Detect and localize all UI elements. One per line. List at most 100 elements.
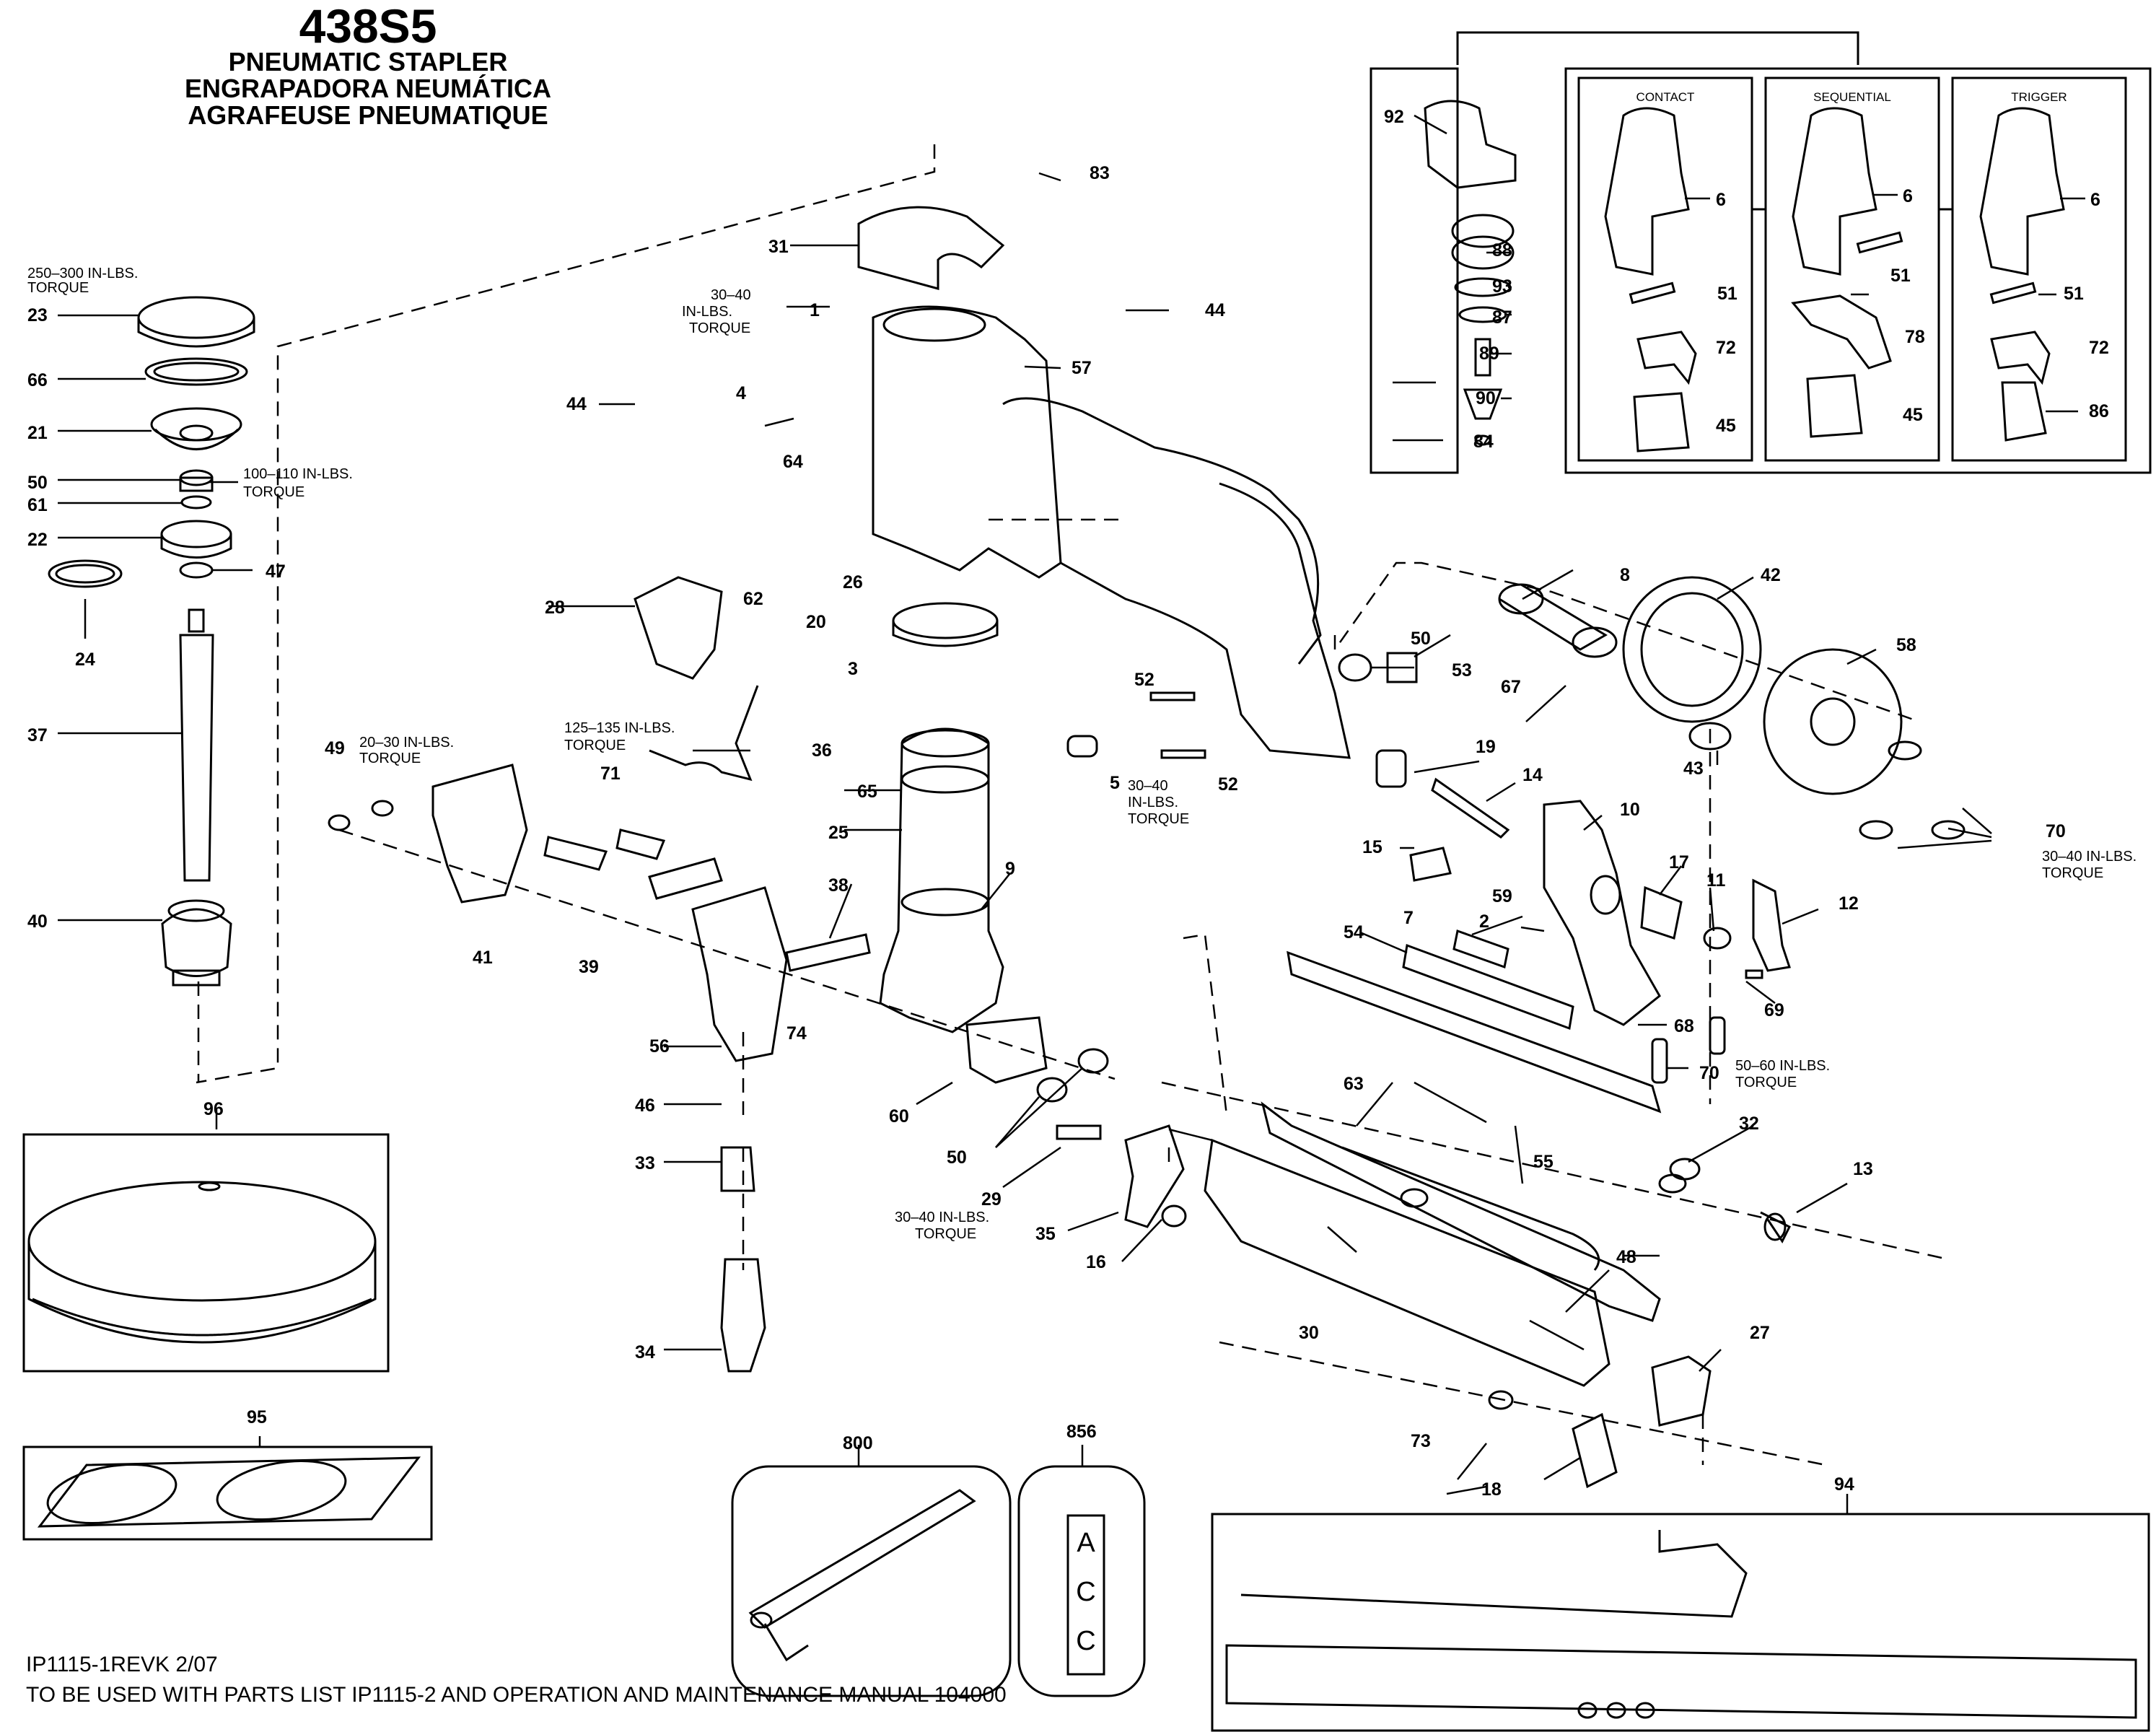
accessory-boxes — [22, 1133, 2150, 1732]
part-label: 59 — [1492, 886, 1512, 906]
part-label: 84 — [1473, 432, 1494, 452]
part-label: 9 — [1005, 859, 1015, 879]
part-label: 87 — [1492, 307, 1512, 328]
part-label: 73 — [1411, 1431, 1431, 1451]
part-label: 8 — [1620, 565, 1630, 585]
part-label: 11 — [1706, 870, 1726, 891]
part-label: 4 — [736, 383, 746, 403]
torque-note-20-30-word: TORQUE — [359, 751, 421, 766]
model-number: 438S5 — [299, 0, 437, 53]
torque-note-30-40-low: 30–40 IN-LBS. — [895, 1210, 989, 1225]
part-label: 1 — [810, 300, 820, 320]
part-label: 74 — [786, 1023, 807, 1044]
part-label: 61 — [27, 495, 48, 515]
part-label: 51 — [1717, 284, 1737, 304]
part-label: 27 — [1750, 1323, 1770, 1343]
leader-lines — [58, 114, 2085, 1514]
part-label: 34 — [635, 1342, 655, 1363]
panel-heading-contact: CONTACT — [1636, 90, 1695, 104]
part-label: 50 — [947, 1147, 967, 1168]
part-label: 7 — [1403, 908, 1414, 928]
part-label: 72 — [2089, 338, 2109, 358]
part-label: 28 — [545, 598, 565, 618]
part-label: 43 — [1683, 758, 1704, 779]
part-label: 72 — [1716, 338, 1736, 358]
torque-note-30-40-mid-unit: IN-LBS. — [1128, 795, 1178, 810]
part-label: 30 — [1299, 1323, 1319, 1343]
part-label: 44 — [1205, 300, 1225, 320]
cylinder-body — [857, 206, 1351, 1033]
part-label: 53 — [1452, 660, 1472, 681]
part-label: 856 — [1066, 1422, 1097, 1442]
part-callouts: 1 2 3 4 5 6 6 6 7 8 9 10 11 12 13 14 15 … — [27, 107, 2109, 1500]
part-label: 66 — [27, 370, 48, 390]
part-label: 20 — [806, 612, 826, 632]
title-spanish: ENGRAPADORA NEUMÁTICA — [185, 74, 551, 103]
part-label: 21 — [27, 423, 48, 443]
part-label: 37 — [27, 725, 48, 745]
torque-note-30-40-right: 30–40 IN-LBS. — [2042, 849, 2137, 865]
label-card-letter-c1: C — [1076, 1577, 1095, 1607]
document-id: IP1115-1REVK 2/07 — [26, 1653, 218, 1676]
part-label: 13 — [1853, 1159, 1873, 1179]
part-label: 47 — [266, 561, 286, 582]
magazine-assembly — [1204, 930, 1792, 1489]
part-label: 5 — [1110, 773, 1120, 793]
usage-note: TO BE USED WITH PARTS LIST IP1115-2 AND … — [26, 1683, 1007, 1707]
torque-note-30-40-mid-word: TORQUE — [1128, 811, 1189, 827]
part-label: 78 — [1905, 327, 1925, 347]
part-label: 92 — [1384, 107, 1404, 127]
torque-note-100-110-word: TORQUE — [243, 484, 304, 500]
part-label: 29 — [981, 1189, 1002, 1210]
part-label: 6 — [2090, 190, 2100, 210]
part-label: 57 — [1072, 358, 1092, 378]
part-label: 68 — [1674, 1016, 1694, 1036]
part-label: 50 — [1411, 629, 1431, 649]
part-label: 52 — [1218, 774, 1238, 795]
title-english: PNEUMATIC STAPLER — [228, 47, 508, 76]
torque-note-125-135: 125–135 IN-LBS. — [564, 720, 675, 736]
torque-note-100-110: 100–110 IN-LBS. — [243, 466, 353, 482]
part-label: 49 — [325, 738, 345, 758]
part-label: 35 — [1035, 1224, 1056, 1244]
part-label: 89 — [1479, 344, 1499, 364]
part-label: 12 — [1839, 893, 1859, 914]
part-label: 51 — [2064, 284, 2084, 304]
part-label: 63 — [1344, 1074, 1364, 1094]
part-label: 48 — [1616, 1247, 1636, 1267]
part-label: 44 — [566, 394, 587, 414]
part-label: 32 — [1739, 1114, 1759, 1134]
part-label: 24 — [75, 650, 95, 670]
part-label: 40 — [27, 911, 48, 932]
part-label: 56 — [649, 1036, 670, 1057]
part-label: 52 — [1134, 670, 1154, 690]
part-label: 18 — [1481, 1479, 1502, 1500]
part-label: 93 — [1492, 276, 1512, 297]
part-label: 70 — [1699, 1063, 1719, 1083]
part-label: 16 — [1086, 1252, 1106, 1272]
torque-note-50-60: 50–60 IN-LBS. — [1735, 1058, 1830, 1074]
torque-note-30-40-top: 30–40 — [711, 287, 751, 303]
part-label: 45 — [1903, 405, 1923, 425]
part-label: 3 — [848, 659, 858, 679]
part-label: 17 — [1669, 852, 1689, 872]
part-label: 51 — [1890, 266, 1911, 286]
part-label: 58 — [1896, 635, 1916, 655]
torque-note-50-60-word: TORQUE — [1735, 1075, 1797, 1090]
part-label: 55 — [1533, 1152, 1554, 1172]
part-label: 15 — [1362, 837, 1382, 857]
part-label: 19 — [1476, 737, 1496, 757]
part-label: 95 — [247, 1407, 267, 1427]
title-french: AGRAFEUSE PNEUMATIQUE — [188, 100, 548, 130]
torque-note-250-300: 250–300 IN-LBS. — [27, 266, 138, 281]
part-label: 31 — [768, 237, 789, 257]
part-label: 41 — [473, 948, 493, 968]
part-label: 46 — [635, 1095, 655, 1116]
label-card-letter-a: A — [1077, 1528, 1095, 1558]
part-label: 800 — [843, 1433, 873, 1453]
part-label: 6 — [1903, 186, 1913, 206]
part-label: 62 — [743, 589, 763, 609]
part-label: 50 — [27, 473, 48, 493]
